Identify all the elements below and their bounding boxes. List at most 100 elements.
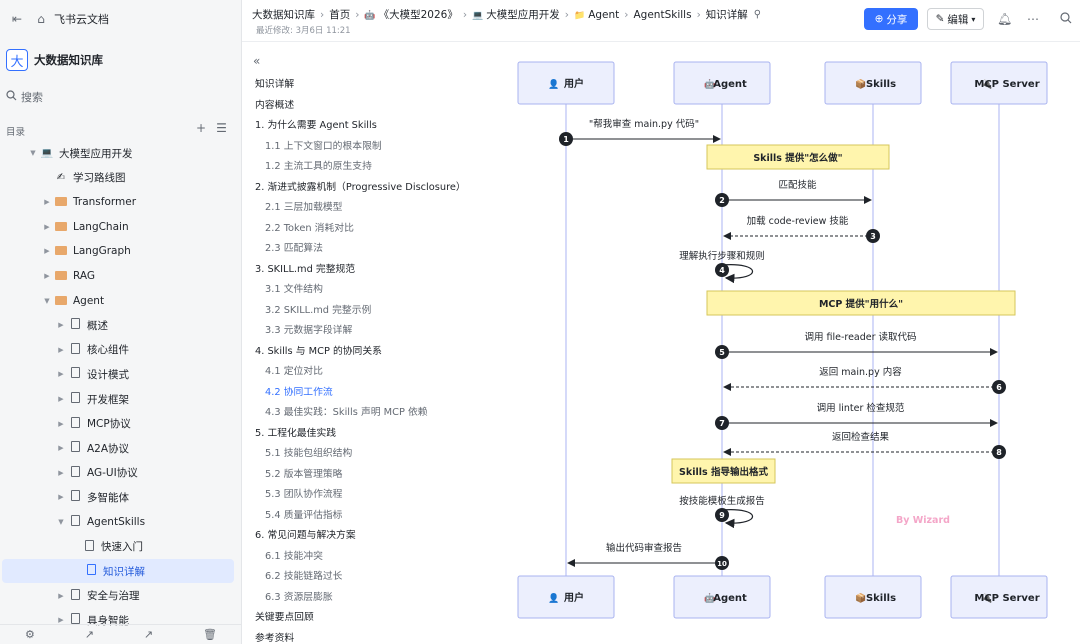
outline-item[interactable]: 知识详解	[255, 79, 295, 90]
breadcrumb-item[interactable]: 知识详解	[706, 7, 748, 22]
sidebar-tree-item[interactable]: ▶LangGraph	[0, 239, 234, 263]
sidebar-tree-item[interactable]: ▶安全与治理	[0, 584, 234, 608]
outline-item[interactable]: 6. 常见问题与解决方案	[255, 530, 356, 541]
breadcrumb-item[interactable]: AgentSkills	[634, 9, 692, 21]
breadcrumb-item[interactable]: 大数据知识库	[252, 7, 315, 22]
breadcrumb-item[interactable]: 💻大模型应用开发	[472, 7, 560, 22]
edit-button[interactable]: ✎ 编辑 ▾	[927, 8, 984, 30]
sidebar-tree-label: RAG	[73, 270, 96, 282]
sidebar-tree-item[interactable]: ▶概述	[0, 313, 234, 337]
breadcrumb-item[interactable]: 首页	[329, 7, 350, 22]
caret-right-icon[interactable]: ▶	[58, 419, 64, 428]
step-number: 1	[563, 135, 569, 144]
participant-box-top	[950, 61, 1048, 105]
caret-right-icon[interactable]: ▶	[44, 272, 50, 280]
note-text: Skills 指导输出格式	[679, 466, 768, 478]
outline-item[interactable]: 2.3 匹配算法	[265, 243, 323, 254]
sidebar-tree-item[interactable]: ▶AG-UI协议	[0, 461, 234, 485]
caret-right-icon[interactable]: ▶	[58, 493, 64, 502]
caret-right-icon[interactable]: ▶	[58, 444, 64, 453]
caret-down-icon[interactable]: ▼	[58, 518, 64, 526]
caret-right-icon[interactable]: ▶	[58, 591, 64, 600]
caret-right-icon[interactable]: ▶	[58, 468, 64, 477]
caret-right-icon[interactable]: ▶	[58, 345, 64, 354]
caret-right-icon[interactable]: ▶	[58, 370, 64, 379]
pin-icon[interactable]: ⚲	[753, 9, 762, 20]
collapse-sidebar-icon[interactable]: ⇤	[11, 12, 23, 26]
sidebar-tree-label: Transformer	[73, 196, 137, 209]
outline-item[interactable]: 5.3 团队协作流程	[265, 489, 343, 500]
breadcrumb-item[interactable]: 🤖《大模型2026》	[364, 7, 457, 22]
trash-icon[interactable]: 🗑	[203, 628, 217, 641]
caret-right-icon[interactable]: ▶	[44, 198, 50, 207]
sidebar-tree-item[interactable]: 快速入门	[0, 535, 234, 559]
knowledge-base-header[interactable]: 大 大数据知识库	[6, 49, 103, 71]
caret-right-icon[interactable]: ▶	[58, 616, 64, 625]
stats-icon[interactable]: ↗	[143, 628, 154, 641]
sidebar-tree-item[interactable]: ▶A2A协议	[0, 436, 234, 460]
outline-item[interactable]: 3.3 元数据字段详解	[265, 325, 353, 336]
outline-item[interactable]: 5. 工程化最佳实践	[255, 427, 337, 439]
outline-item[interactable]: 2.2 Token 消耗对比	[265, 222, 354, 234]
sidebar-tree-item[interactable]: ▶开发框架	[0, 387, 234, 411]
caret-right-icon[interactable]: ▶	[44, 222, 50, 231]
share-button[interactable]: ⊕ 分享	[864, 8, 918, 30]
outline-item[interactable]: 内容概述	[255, 99, 295, 111]
outline-item[interactable]: 1.1 上下文窗口的根本限制	[265, 140, 382, 152]
outline-item[interactable]: 3.1 文件结构	[265, 284, 323, 295]
bell-icon[interactable]: 🔔︎	[997, 12, 1013, 26]
caret-right-icon[interactable]: ▶	[44, 247, 50, 256]
caret-down-icon[interactable]: ▼	[44, 296, 50, 305]
sidebar-tree-item[interactable]: ▶ RAG	[0, 264, 234, 288]
breadcrumb-label: 大模型应用开发	[486, 9, 560, 21]
sidebar-search[interactable]: 搜索	[6, 89, 43, 105]
sidebar-tree-item[interactable]: ▶LangChain	[0, 215, 234, 239]
breadcrumb-item[interactable]: 📁Agent	[574, 9, 619, 21]
sidebar-tree-item[interactable]: ▶MCP协议	[0, 412, 234, 436]
sidebar-tree-item[interactable]: ▶具身智能	[0, 608, 234, 632]
outline-item[interactable]: 6.2 技能链路过长	[265, 571, 343, 582]
more-icon[interactable]: ⋯	[1027, 12, 1039, 26]
sidebar-tree-item[interactable]: ▼AgentSkills	[0, 510, 234, 534]
sidebar-tree-item[interactable]: ▶核心组件	[0, 338, 234, 362]
outline-item[interactable]: 4.3 最佳实践：Skills 声明 MCP 依赖	[265, 407, 428, 418]
home-icon[interactable]: ⌂	[37, 12, 45, 26]
sidebar-tree-item[interactable]: ▶ 多智能体	[0, 485, 234, 509]
sidebar-tree-item[interactable]: ▶设计模式	[0, 362, 234, 386]
knowledge-base-logo: 大	[6, 49, 28, 71]
caret-right-icon[interactable]: ▶	[58, 321, 64, 330]
outline-item[interactable]: 3.2 SKILL.md 完整示例	[265, 304, 372, 316]
collapse-outline-icon[interactable]: «	[253, 54, 261, 68]
add-icon[interactable]: +	[196, 121, 207, 135]
pen-icon: ✎	[935, 13, 945, 25]
outline-item[interactable]: 4. Skills 与 MCP 的协同关系	[255, 345, 382, 357]
note-text: Skills 提供"怎么做"	[753, 152, 842, 164]
outline-item[interactable]: 3. SKILL.md 完整规范	[255, 263, 356, 275]
settings-icon[interactable]: ⚙	[24, 628, 35, 641]
outline-item[interactable]: 关键要点回顾	[255, 612, 314, 623]
share-out-icon[interactable]: ↗	[84, 628, 94, 641]
outline-item[interactable]: 4.1 定位对比	[265, 366, 323, 377]
folder-icon	[54, 245, 68, 257]
outline-item[interactable]: 2.1 三层加载模型	[265, 202, 343, 213]
caret-down-icon[interactable]: ▼	[30, 149, 36, 157]
outline-item[interactable]: 6.1 技能冲突	[265, 550, 323, 562]
sidebar-tree-item[interactable]: ✍学习路线图	[0, 166, 234, 190]
outline-item[interactable]: 5.1 技能包组织结构	[265, 448, 353, 459]
list-settings-icon[interactable]: ☰	[216, 121, 227, 135]
sidebar-tree-item[interactable]: ▼Agent	[0, 289, 234, 313]
sidebar-tree-label: 多智能体	[87, 491, 129, 504]
outline-item[interactable]: 2. 渐进式披露机制（Progressive Disclosure）	[255, 181, 466, 193]
search-doc-icon[interactable]	[1060, 12, 1072, 27]
sidebar-tree-item[interactable]: ▼💻大模型应用开发	[0, 141, 234, 165]
sidebar-tree-item[interactable]: 知识详解	[2, 559, 234, 584]
outline-item[interactable]: 5.2 版本管理策略	[265, 468, 343, 480]
sidebar-tree-item[interactable]: ▶ Transformer	[0, 190, 234, 214]
caret-right-icon[interactable]: ▶	[58, 395, 64, 403]
outline-item[interactable]: 1.2 主流工具的原生支持	[265, 161, 372, 172]
outline-item[interactable]: 5.4 质量评估指标	[265, 509, 343, 521]
outline-item[interactable]: 4.2 协同工作流	[265, 386, 333, 398]
outline-item[interactable]: 6.3 资源层膨胀	[265, 591, 333, 603]
outline-item[interactable]: 1. 为什么需要 Agent Skills	[255, 120, 377, 131]
outline-item[interactable]: 参考资料	[255, 632, 295, 644]
